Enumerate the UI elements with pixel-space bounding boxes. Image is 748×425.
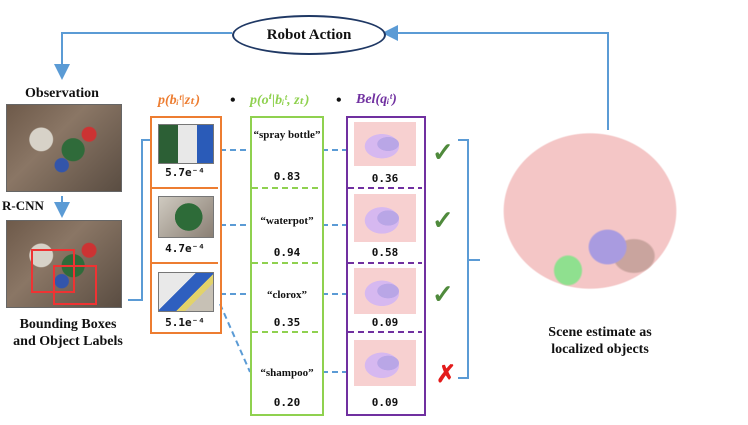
scene-pointcloud [480, 130, 700, 310]
label-score: 0.94 [273, 246, 301, 259]
scene-bracket [458, 139, 469, 379]
belief-score: 0.09 [371, 316, 399, 329]
bbox-caption-line2: and Object Labels [13, 334, 123, 349]
observation-photo [6, 104, 122, 192]
object-label: “spray bottle” [253, 129, 321, 141]
accept-check-icon: ✓ [432, 138, 454, 167]
observation-title: Observation [25, 86, 99, 101]
belief-score: 0.58 [371, 246, 399, 259]
header-detection-prob: p(bᵢᵗ|zₜ) [158, 93, 201, 108]
detection-thumb [158, 272, 214, 312]
pointcloud-thumb [354, 122, 416, 166]
pointcloud-thumb [354, 268, 416, 314]
belief-score: 0.36 [371, 172, 399, 185]
rcnn-photo [6, 220, 122, 308]
accept-check-icon: ✓ [432, 280, 454, 309]
detection-score: 5.7e⁻⁴ [165, 166, 205, 179]
belief-column [346, 116, 426, 416]
detection-score: 5.1e⁻⁴ [165, 316, 205, 329]
scene-caption: Scene estimate as localized objects [510, 324, 690, 358]
label-score: 0.35 [273, 316, 301, 329]
feedback-loop-right [382, 25, 609, 135]
object-label: “waterpot” [260, 215, 314, 227]
object-label: “shampoo” [260, 367, 314, 379]
detection-column [150, 116, 222, 334]
bbox-caption: Bounding Boxes and Object Labels [0, 316, 136, 350]
image-bracket [128, 139, 150, 301]
pointcloud-thumb [354, 194, 416, 242]
label-score: 0.83 [273, 170, 301, 183]
label-column [250, 116, 324, 416]
header-belief: Bel(qᵢᵗ) [356, 92, 397, 107]
detection-thumb [158, 124, 214, 164]
reject-cross-icon: ✗ [436, 362, 457, 388]
feedback-loop-left [54, 32, 232, 80]
pointcloud-thumb [354, 340, 416, 386]
belief-score: 0.09 [371, 396, 399, 409]
object-label: “clorox” [266, 289, 308, 301]
bbox-caption-line1: Bounding Boxes [19, 317, 117, 332]
detection-thumb [158, 196, 214, 238]
robot-action-node: Robot Action [232, 15, 386, 55]
header-label-prob: p(oⁱ|bᵢᵗ, zₜ) [250, 93, 310, 108]
rcnn-label: R-CNN [2, 198, 44, 213]
label-score: 0.20 [273, 396, 301, 409]
dot-separator: • [230, 92, 236, 109]
dot-separator: • [336, 92, 342, 109]
robot-action-label: Robot Action [266, 26, 352, 43]
scene-caption-line2: localized objects [551, 342, 649, 357]
accept-check-icon: ✓ [432, 206, 454, 235]
scene-caption-line1: Scene estimate as [548, 325, 652, 340]
detection-box [53, 265, 97, 305]
detection-score: 4.7e⁻⁴ [165, 242, 205, 255]
